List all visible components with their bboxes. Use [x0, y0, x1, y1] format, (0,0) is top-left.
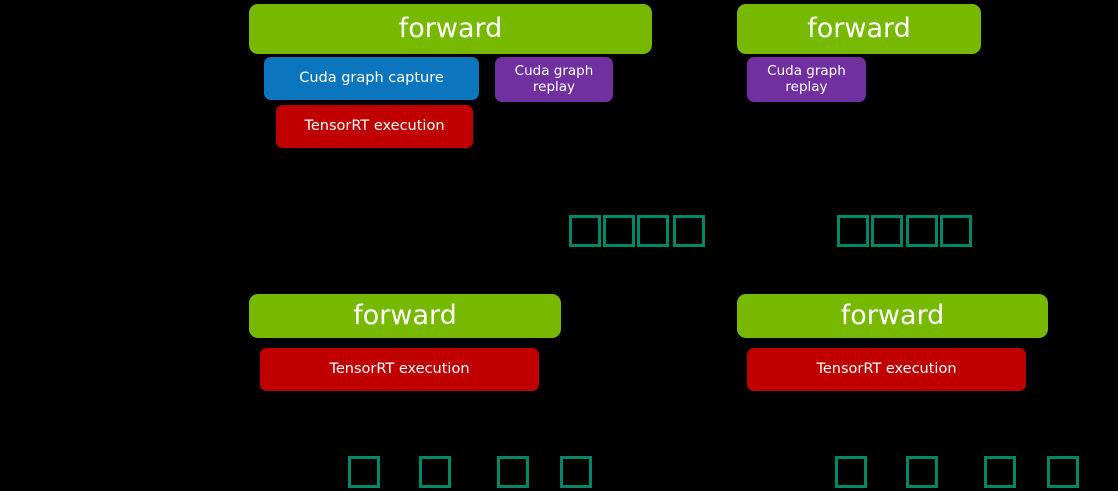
kernel-mid-right-1 [837, 215, 869, 247]
forward-top-left: forward [249, 4, 652, 54]
kernel-mid-right-3 [906, 215, 938, 247]
kernel-mid-right-2 [871, 215, 903, 247]
tensorrt-execution-bottom-right: TensorRT execution [747, 348, 1026, 391]
kernel-bottom-left-2 [419, 456, 451, 488]
kernel-bottom-left-1 [348, 456, 380, 488]
kernel-bottom-right-4 [1047, 456, 1079, 488]
forward-bottom-right: forward [737, 294, 1048, 338]
cuda-graph-replay-top-right: Cuda graph replay [747, 57, 866, 102]
kernel-mid-left-3 [637, 215, 669, 247]
kernel-bottom-left-3 [497, 456, 529, 488]
tensorrt-execution-top-left: TensorRT execution [276, 105, 473, 148]
forward-bottom-left: forward [249, 294, 561, 338]
kernel-mid-left-2 [603, 215, 635, 247]
forward-top-right: forward [737, 4, 981, 54]
kernel-bottom-right-3 [984, 456, 1016, 488]
cuda-graph-capture: Cuda graph capture [264, 57, 479, 100]
tensorrt-execution-bottom-left: TensorRT execution [260, 348, 539, 391]
kernel-bottom-left-4 [560, 456, 592, 488]
kernel-bottom-right-1 [835, 456, 867, 488]
kernel-mid-left-1 [569, 215, 601, 247]
kernel-mid-right-4 [940, 215, 972, 247]
kernel-bottom-right-2 [906, 456, 938, 488]
cuda-graph-replay-top-left: Cuda graph replay [495, 57, 613, 102]
kernel-mid-left-4 [673, 215, 705, 247]
